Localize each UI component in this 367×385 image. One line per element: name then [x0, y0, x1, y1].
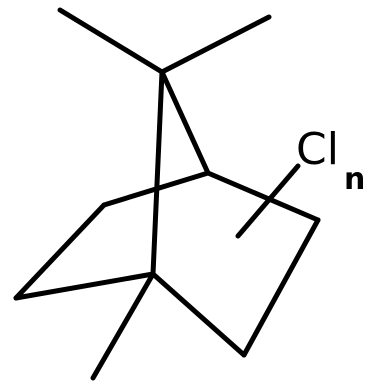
bond-ring-left-upper — [13, 202, 107, 301]
chlorine-atom-label: Cl — [296, 124, 339, 175]
repeat-count-label: n — [344, 162, 365, 197]
bond-bridge-methyl-left — [57, 7, 165, 75]
bond-ring-right-upper — [205, 170, 321, 223]
bond-bridgehead-methyl — [90, 271, 156, 381]
bond-ring-left-lower — [13, 271, 156, 301]
bond-back-left — [101, 170, 211, 208]
bonds — [13, 7, 321, 381]
bond-bridge-methyl-right — [159, 14, 272, 75]
bond-bridge-to-bottom-bridgehead — [150, 69, 165, 277]
bond-ring-right-side — [241, 217, 321, 358]
bond-to-chlorine — [235, 163, 301, 239]
bond-ring-bottom — [150, 271, 247, 358]
bond-bridge-to-right-carbon — [159, 69, 211, 176]
